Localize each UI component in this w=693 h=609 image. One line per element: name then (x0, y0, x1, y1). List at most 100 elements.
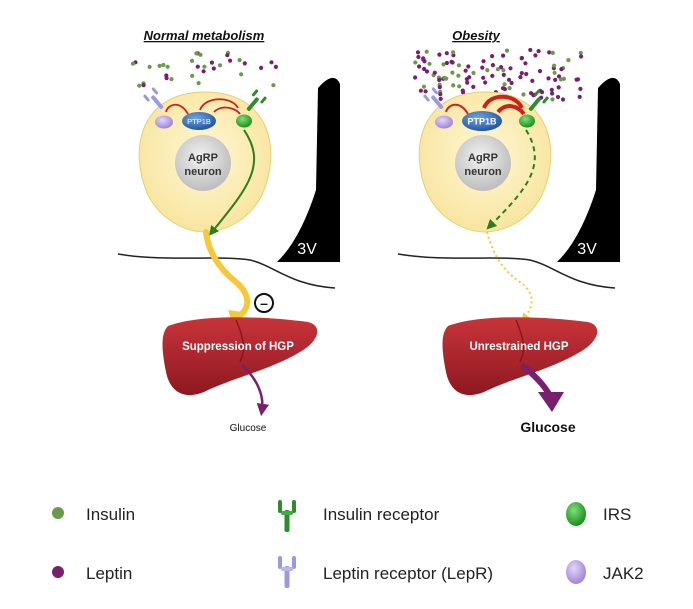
panel-obesity: Obesity 3V AgRP neuron PTP1B (397, 28, 620, 435)
hormone-dot (555, 94, 561, 100)
hormone-dot (228, 58, 233, 63)
glucose-label: Glucose (520, 419, 575, 435)
hormone-dot (550, 91, 555, 96)
legend-jak2: JAK2 (603, 564, 644, 583)
insulin-signal-arrow (208, 129, 255, 236)
axon (486, 231, 533, 322)
hormone-dot (437, 77, 442, 83)
liver-label: Suppression of HGP (182, 341, 294, 353)
hormone-dot (552, 63, 557, 68)
glucose-label: Glucose (230, 423, 267, 434)
hormone-dot (561, 76, 567, 81)
hormone-dot (485, 68, 490, 73)
hormone-dot (413, 75, 418, 80)
hormone-dot (577, 94, 582, 99)
hormone-dot (427, 61, 432, 66)
liver (162, 317, 318, 396)
hormone-dot (194, 51, 199, 56)
hormone-dot (547, 50, 552, 55)
hormone-dot (504, 48, 510, 53)
hormone-dot (416, 54, 421, 60)
hormone-dot (471, 70, 476, 76)
hormone-dot (422, 59, 427, 64)
ptp1b-inhibit-lepr (445, 103, 469, 115)
jak2-icon (435, 115, 453, 129)
neuron-nucleus (455, 135, 511, 191)
hormone-dot (195, 64, 200, 69)
ptp1b-inhibit-lepr (165, 103, 189, 115)
ptp1b-label: PTP1B (187, 117, 211, 126)
hormone-dot (437, 85, 442, 90)
hormone-dot (451, 83, 456, 88)
insulin-signal-arrow (486, 129, 536, 230)
hormone-dot (509, 80, 514, 86)
hormone-dot (417, 64, 422, 69)
inhibition-symbol-text: – (260, 295, 268, 311)
hormone-dot (421, 84, 426, 89)
hormone-dot (519, 71, 524, 76)
hormone-dot (578, 86, 583, 91)
hormone-dot (460, 88, 465, 93)
hormone-dot (507, 86, 512, 91)
neuron-nucleus (175, 135, 231, 191)
hormone-dot (141, 83, 146, 88)
hormone-dot (237, 58, 242, 63)
legend-leptin-receptor: Leptin receptor (LepR) (323, 564, 493, 583)
hormone-dot (550, 50, 555, 56)
hormone-dot (506, 77, 512, 82)
hormone-dot (466, 64, 471, 69)
jak2-icon (155, 115, 173, 129)
hormone-dot (530, 78, 535, 83)
hormone-dot (423, 89, 428, 94)
hormone-dot (225, 53, 230, 58)
hormone-dot (499, 65, 504, 70)
legend-irs: IRS (603, 505, 631, 524)
hormone-dot (437, 52, 442, 57)
hormone-dot (533, 53, 538, 58)
liver-label: Unrestrained HGP (469, 341, 568, 353)
hormone-dot (536, 49, 541, 54)
legend: Insulin Leptin Insulin receptor Leptin r… (52, 500, 644, 588)
hormone-dot (457, 84, 462, 89)
hormone-dot (273, 64, 278, 69)
hormone-dot (556, 74, 562, 79)
hormone-dot (147, 64, 152, 69)
hormone-dot (242, 61, 247, 66)
insulin-receptor-icon (278, 500, 296, 532)
hormone-dot (501, 68, 506, 73)
liver-vessel (515, 319, 525, 363)
hormone-dot (444, 51, 449, 56)
axon (203, 229, 251, 321)
leptin-receptor-icon (423, 87, 444, 109)
ptp1b-inhibit-ir-2 (213, 106, 241, 115)
leptin-receptor-icon (143, 87, 164, 109)
ptp1b-inhibit-ir-1 (199, 98, 239, 111)
hormone-dot (209, 60, 214, 65)
hormone-dot (217, 63, 223, 68)
hormone-dot (269, 60, 274, 65)
hormone-dot (432, 70, 437, 75)
hormone-dot (546, 76, 551, 81)
hormone-dot (566, 58, 571, 63)
hormone-dot (456, 63, 461, 68)
legend-leptin: Leptin (86, 564, 132, 583)
hormone-dot (161, 62, 166, 68)
hormone-dot (130, 61, 136, 66)
irs-icon (566, 502, 586, 526)
hormone-dot (444, 60, 449, 66)
ptp1b-inhibit-ir-1 (482, 94, 524, 110)
hormone-dot (450, 70, 455, 75)
leptin-receptor-icon (278, 556, 296, 588)
hormone-dot (518, 75, 523, 80)
hormone-dot (450, 60, 455, 65)
hormone-dot (442, 75, 447, 80)
third-ventricle (557, 77, 620, 262)
leptin-dot-icon (52, 566, 64, 578)
hormone-dot (550, 97, 555, 102)
hormone-dot (211, 66, 216, 71)
hormone-dot (490, 54, 495, 59)
hormone-dot (529, 91, 534, 96)
hormone-dot (537, 69, 543, 74)
hormone-dot (556, 85, 561, 90)
hormone-dot (552, 70, 557, 75)
